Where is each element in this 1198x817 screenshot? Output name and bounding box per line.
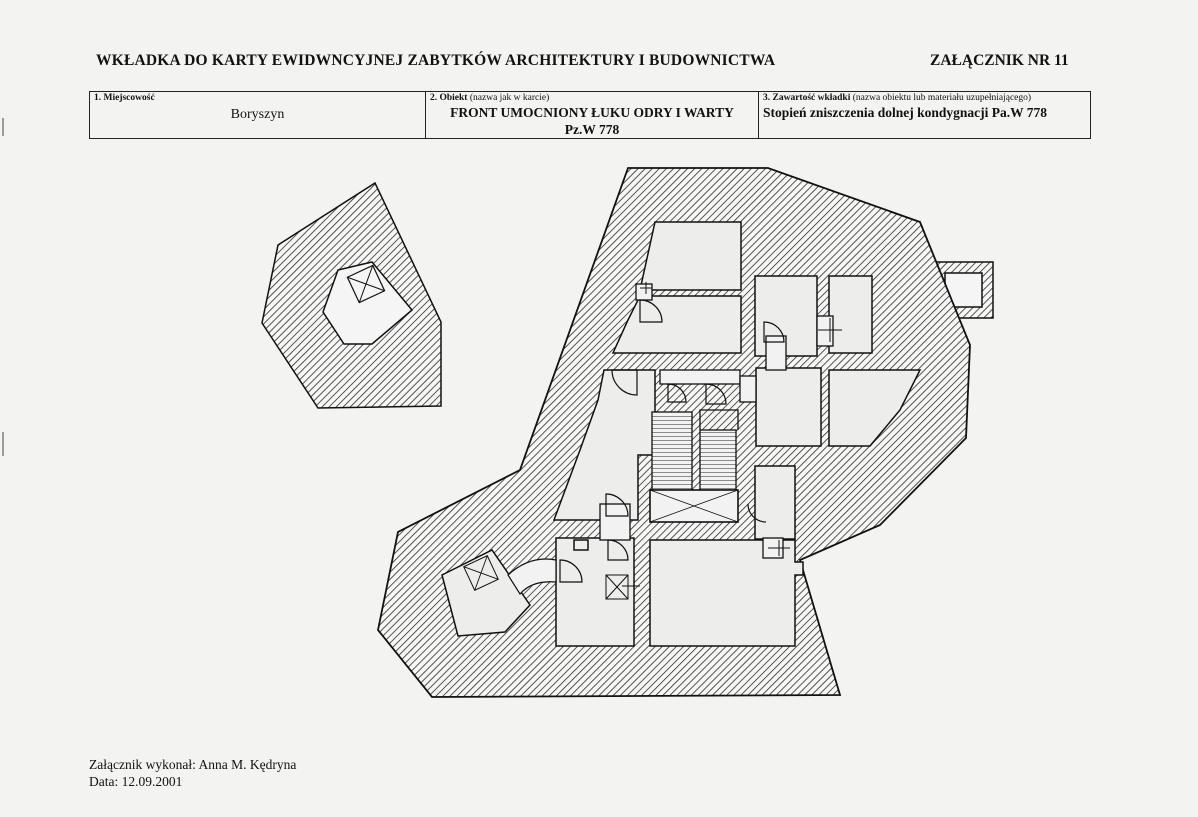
locality-label: 1. Miejscowość (94, 93, 155, 103)
object-label-note: (nazwa jak w karcie) (467, 93, 550, 103)
door-swings (559, 299, 785, 583)
cell-object: 2. Obiekt (nazwa jak w karcie) FRONT UMO… (425, 92, 758, 138)
scan-edge-mark (2, 432, 4, 456)
object-value-line2: Pz.W 778 (564, 122, 620, 137)
object-value-line1: FRONT UMOCNIONY ŁUKU ODRY I WARTY (450, 105, 734, 120)
date-line: Data: 12.09.2001 (89, 774, 183, 789)
author-line: Załącznik wykonał: Anna M. Kędryna (89, 757, 297, 772)
cell-content: 3. Zawartość wkładki (nazwa obiektu lub … (758, 92, 1090, 138)
document-footer: Załącznik wykonał: Anna M. Kędryna Data:… (89, 756, 296, 790)
stair-core (649, 409, 739, 523)
content-label-text: 3. Zawartość wkładki (763, 93, 851, 103)
main-bunker (377, 167, 971, 698)
content-label-note: (nazwa obiektu lub materiału uzupełniają… (850, 93, 1032, 103)
floor-hatches (605, 282, 842, 600)
scan-edge-mark (2, 118, 4, 136)
info-table: 1. Miejscowość Boryszyn 2. Obiekt (nazwa… (89, 91, 1091, 139)
cell-locality: 1. Miejscowość Boryszyn (90, 92, 425, 138)
locality-label-text: 1. Miejscowość (94, 93, 155, 103)
corridors (599, 283, 834, 559)
content-label: 3. Zawartość wkładki (nazwa obiektu lub … (763, 93, 1031, 103)
content-value: Stopień zniszczenia dolnej kondygnacji P… (763, 105, 1048, 120)
document-title: WKŁADKA DO KARTY EWIDWNCYJNEJ ZABYTKÓW A… (96, 52, 776, 69)
sw-turret (441, 549, 557, 637)
detached-block (261, 181, 442, 409)
object-value: FRONT UMOCNIONY ŁUKU ODRY I WARTY Pz.W 7… (426, 104, 758, 138)
locality-value: Boryszyn (230, 107, 285, 122)
annex-number: ZAŁĄCZNIK NR 11 (930, 52, 1069, 69)
object-label-text: 2. Obiekt (430, 93, 468, 103)
object-label: 2. Obiekt (nazwa jak w karcie) (430, 93, 549, 103)
rooms (552, 221, 922, 647)
